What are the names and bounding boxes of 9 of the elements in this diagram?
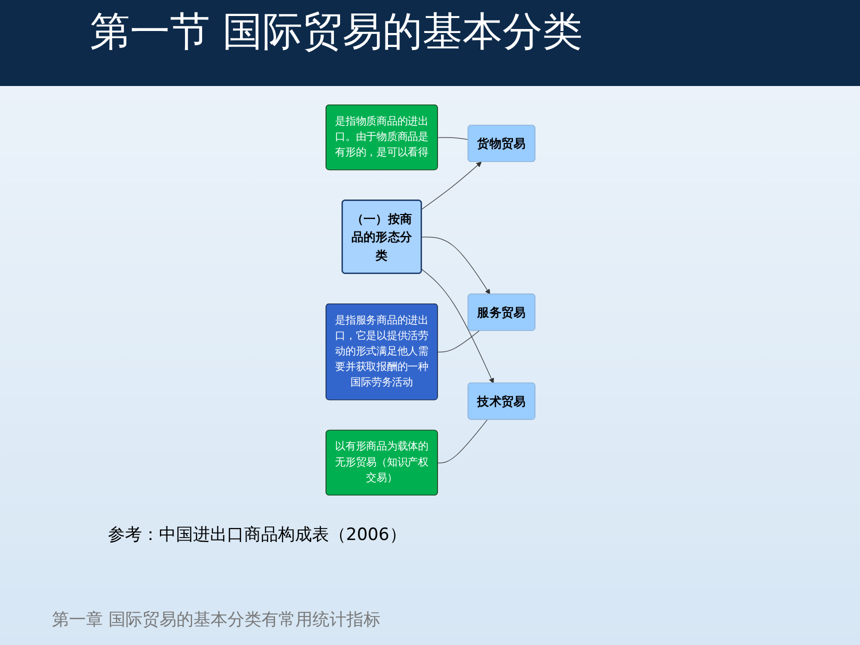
arrow	[420, 268, 494, 384]
connector	[437, 419, 488, 464]
connector	[437, 137, 468, 140]
connector	[437, 330, 480, 352]
arrow	[420, 162, 482, 210]
footer-text: 第一章 国际贸易的基本分类有常用统计指标	[52, 609, 380, 631]
arrow	[420, 236, 490, 294]
slide-title: 第一节 国际贸易的基本分类	[0, 0, 860, 86]
reference-note: 参考：中国进出口商品构成表（2006）	[108, 524, 406, 546]
